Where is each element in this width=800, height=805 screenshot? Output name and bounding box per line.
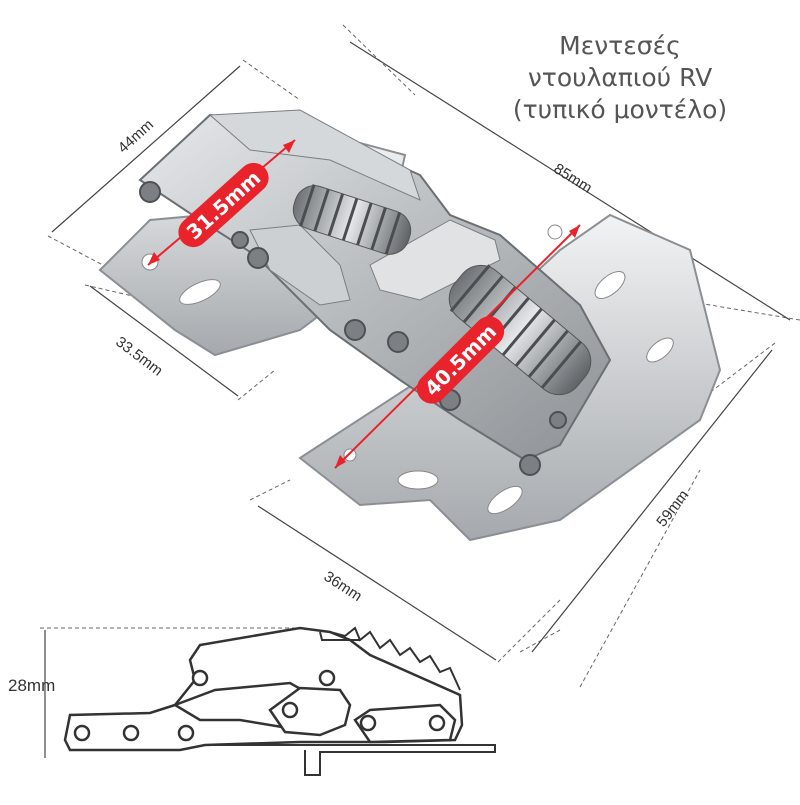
title-line-3: (τυπικό μοντέλο) (512, 95, 728, 124)
dimension-label-28mm: 28mm (8, 676, 56, 695)
spring-lower (448, 264, 592, 396)
title-line-2: ντουλαπιού RV (527, 63, 713, 92)
rivets (139, 181, 567, 476)
side-profile-drawing (63, 626, 496, 776)
title-line-1: Μεντεσές (559, 31, 681, 60)
measure-arrowheads (148, 140, 580, 468)
spring-upper (292, 184, 412, 255)
product-title: Μεντεσές ντουλαπιού RV (τυπικό μοντέλο) (470, 30, 770, 126)
profile-pivots (73, 669, 446, 742)
dimension-lines (44, 41, 791, 758)
hinge-arm (138, 109, 612, 462)
